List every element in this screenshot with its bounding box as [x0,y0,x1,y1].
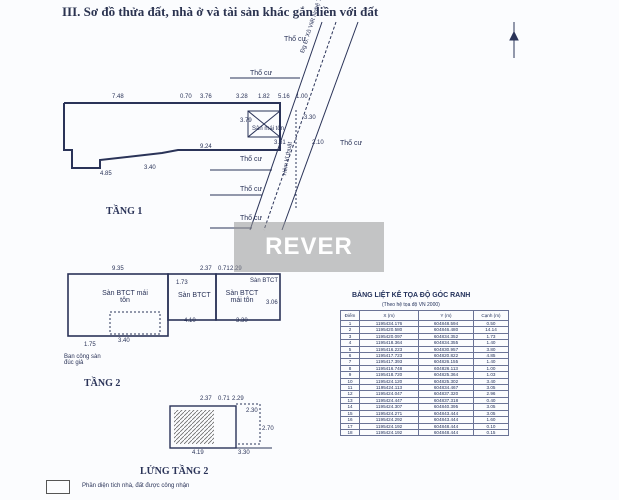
table-cell: 0.15 [473,428,509,437]
table-cell: 0.50 [473,319,509,328]
dimension-label: 3.76 [200,94,212,100]
table-cell: 1.73 [473,332,509,341]
dimension-label: 9.24 [200,144,212,150]
table-cell: 0.40 [473,396,509,405]
table-subtitle: (Theo hệ tọa độ VN 2000) [382,302,440,308]
table-cell: 1.00 [473,364,509,373]
dimension-label: 1.75 [84,342,96,348]
dimension-label: 2.70 [262,426,274,432]
dimension-label: 3.30 [236,318,248,324]
dimension-label: 2.37 [200,396,212,402]
dimension-label: 9.35 [112,266,124,272]
neighbor-label: Thổ cư [340,140,363,147]
dimension-label: 1.73 [176,280,188,286]
table-cell: 14.14 [473,326,509,334]
table-cell: 4.85 [473,351,509,360]
dimension-label: 1.00 [296,94,308,100]
floor-title: LỬNG TẦNG 2 [140,466,209,477]
dimension-label: 5.16 [278,94,290,100]
neighbor-label: Thổ cư [284,36,307,43]
room-label: Sàn BTCT mái tôn [225,290,259,304]
dimension-label: 3.79 [240,118,252,124]
table-cell: 3.05 [473,384,509,392]
watermark-logo: REVER [234,222,384,272]
dimension-label: 2.10 [312,140,324,146]
room-label: Sàn BTCT [178,292,211,299]
dimension-label: 0.71 [218,396,230,402]
dimension-label: 0.71 [218,266,230,272]
dimension-label: 3.30 [304,115,316,121]
table-cell: 3.40 [473,377,509,386]
dimension-label: 3.28 [236,94,248,100]
floor-title: TẦNG 1 [106,206,143,217]
floor-title: TẦNG 2 [84,378,121,389]
table-cell: 0.10 [473,422,509,430]
page-header: III. Sơ đồ thửa đất, nhà ở và tài sản kh… [62,4,379,19]
table-cell: 3.80 [473,345,509,354]
dimension-label: 2.37 [200,266,212,272]
dimension-label: 7.48 [112,94,124,100]
neighbor-label: Thổ cư [240,186,263,193]
legend-label: Phần diện tích nhà, đất được công nhận [82,483,190,489]
dimension-label: 2.30 [246,408,258,414]
room-label: Sàn BTCT mái tôn [102,290,148,304]
table-title: BẢNG LIỆT KÊ TỌA ĐỘ GÓC RANH [352,292,471,299]
table-cell: 2.96 [473,390,509,398]
table-header-cell: Y (m) [418,310,474,321]
table-cell: 18 [340,428,360,437]
dimension-label: 3.40 [144,165,156,171]
dimension-label: 0.70 [180,94,192,100]
dimension-label: 1.82 [258,94,270,100]
dimension-label: 4.10 [184,318,196,324]
dimension-label: 2.29 [232,396,244,402]
dimension-label: 4.19 [192,450,204,456]
table-cell: 1195424.192 [359,428,419,437]
room-label: Ban công sàn đúc giả [64,354,101,366]
dimension-label: 3.06 [266,300,278,306]
dimension-label: 3.30 [238,450,250,456]
table-cell: 1.03 [473,371,509,379]
table-cell: 604848.444 [418,428,474,437]
dimension-label: 3.40 [118,338,130,344]
room-label: Sàn BTCT [250,278,279,284]
dimension-label: 4.85 [100,171,112,177]
table-cell: 1.40 [473,358,509,366]
table-cell: 1.60 [473,416,509,424]
table-header-cell: Điểm [340,310,360,321]
neighbor-label: Thổ cư [240,215,263,222]
table-cell: 3.05 [473,403,509,411]
legend-swatch [46,480,70,494]
neighbor-label: Thổ cư [240,156,263,163]
room-label: Sân mái tôn [252,126,285,132]
neighbor-label: Thổ cư [250,70,273,77]
table-header-cell: Cạnh (m) [473,310,509,321]
table-cell: 1.40 [473,339,509,347]
table-header-cell: X (m) [359,310,419,321]
table-cell: 3.05 [473,409,509,418]
dimension-label: 3.51 [274,140,286,146]
